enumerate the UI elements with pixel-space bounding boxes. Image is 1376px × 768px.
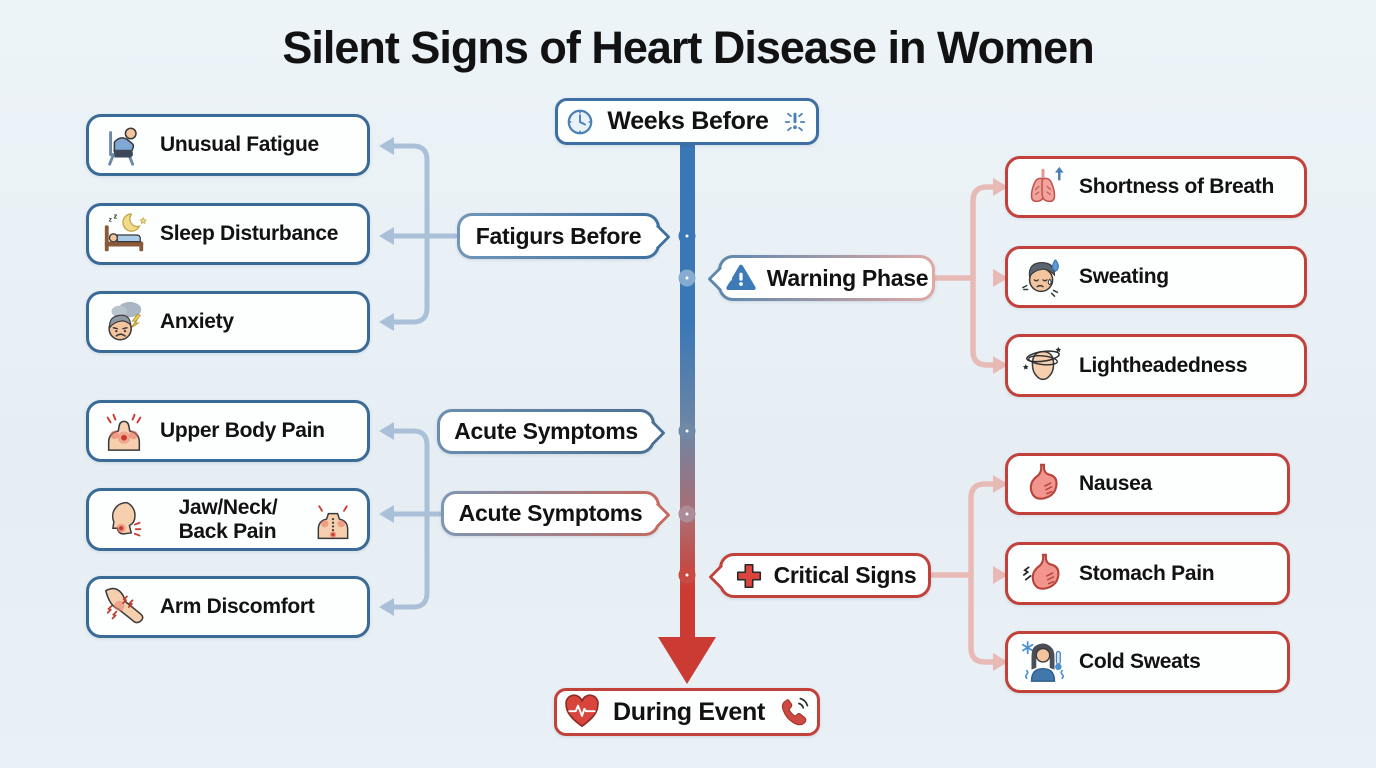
warning-triangle-icon [725, 262, 757, 294]
symptom-label: Nausea [1079, 472, 1152, 496]
alert-flash-icon [781, 108, 809, 136]
symptom-label: Sweating [1079, 265, 1169, 289]
page-title: Silent Signs of Heart Disease in Women [282, 22, 1094, 73]
symptom-label: Cold Sweats [1079, 650, 1201, 674]
clock-icon [565, 107, 595, 137]
phase-label: Acute Symptoms [454, 418, 638, 444]
jaw-pain-icon [101, 498, 145, 542]
symptom-label: Lightheadedness [1079, 353, 1248, 377]
symptom-label: Unusual Fatigue [160, 133, 319, 157]
symptom-label: Stomach Pain [1079, 561, 1215, 585]
phase-label: Fatigurs Before [475, 222, 642, 249]
symptom-box-cold-sweats: Cold Sweats [1005, 631, 1290, 693]
cold-sweats-icon [1020, 639, 1066, 685]
symptom-label: Upper Body Pain [160, 419, 325, 443]
weeks-before-badge: Weeks Before [555, 98, 819, 145]
timeline [680, 143, 695, 640]
phase-bubble-critical-signs: Critical Signs [719, 553, 931, 598]
timeline-node-warning [678, 269, 696, 287]
phase-bubble-fatigurs-before: Fatigurs Before [457, 213, 660, 259]
phase-bubble-warning-phase: Warning Phase [718, 255, 935, 301]
back-pain-icon [311, 498, 355, 542]
phase-label: Acute Symptoms [458, 500, 643, 526]
symptom-box-lightheadedness: Lightheadedness [1005, 334, 1307, 397]
fatigue-icon [101, 122, 147, 168]
phase-bubble-acute-symptoms-1: Acute Symptoms [437, 409, 655, 454]
symptom-label: Shortness of Breath [1079, 175, 1274, 199]
timeline-arrowhead-icon [658, 637, 716, 684]
symptom-label: Anxiety [160, 310, 234, 334]
svg-text:z: z [113, 212, 117, 221]
during-event-label: During Event [613, 697, 765, 726]
symptom-box-stomach-pain: Stomach Pain [1005, 542, 1290, 605]
sleep-icon: z z [101, 211, 147, 257]
symptom-box-arm-discomfort: Arm Discomfort [86, 576, 370, 638]
symptom-box-sleep-disturbance: z z Sleep Disturbance [86, 203, 370, 265]
timeline-node-acute-1 [678, 422, 696, 440]
symptom-box-anxiety: Anxiety [86, 291, 370, 353]
weeks-before-label: Weeks Before [607, 107, 769, 135]
heart-ekg-icon [563, 693, 601, 731]
timeline-node-acute-2 [678, 505, 696, 523]
symptom-box-nausea: Nausea [1005, 453, 1290, 515]
phase-label: Warning Phase [766, 264, 929, 291]
timeline-node-critical [678, 566, 696, 584]
stomach-pain-icon [1020, 551, 1066, 597]
dizzy-head-icon [1020, 343, 1066, 389]
stomach-icon [1020, 461, 1066, 507]
symptom-label: Sleep Disturbance [160, 222, 339, 246]
phase-bubble-acute-symptoms-2: Acute Symptoms [441, 491, 660, 536]
during-event-badge: During Event [554, 688, 820, 736]
upper-body-pain-icon [101, 408, 147, 454]
lungs-icon [1020, 164, 1066, 210]
symptom-box-sweating: Sweating [1005, 246, 1307, 308]
anxiety-icon [101, 299, 147, 345]
phase-label: Critical Signs [773, 562, 917, 588]
arm-pain-icon [101, 584, 147, 630]
svg-text:z: z [109, 217, 113, 224]
symptom-box-jaw-neck-back-pain: Jaw/Neck/ Back Pain [86, 488, 370, 551]
timeline-node-fatigue [678, 227, 696, 245]
phone-call-icon [777, 695, 811, 729]
medical-cross-icon [734, 561, 764, 591]
sweating-face-icon [1020, 254, 1066, 300]
symptom-label: Jaw/Neck/ Back Pain [178, 495, 278, 543]
symptom-box-upper-body-pain: Upper Body Pain [86, 400, 370, 462]
symptom-label: Arm Discomfort [160, 595, 315, 619]
symptom-box-unusual-fatigue: Unusual Fatigue [86, 114, 370, 176]
symptom-box-shortness-of-breath: Shortness of Breath [1005, 156, 1307, 218]
